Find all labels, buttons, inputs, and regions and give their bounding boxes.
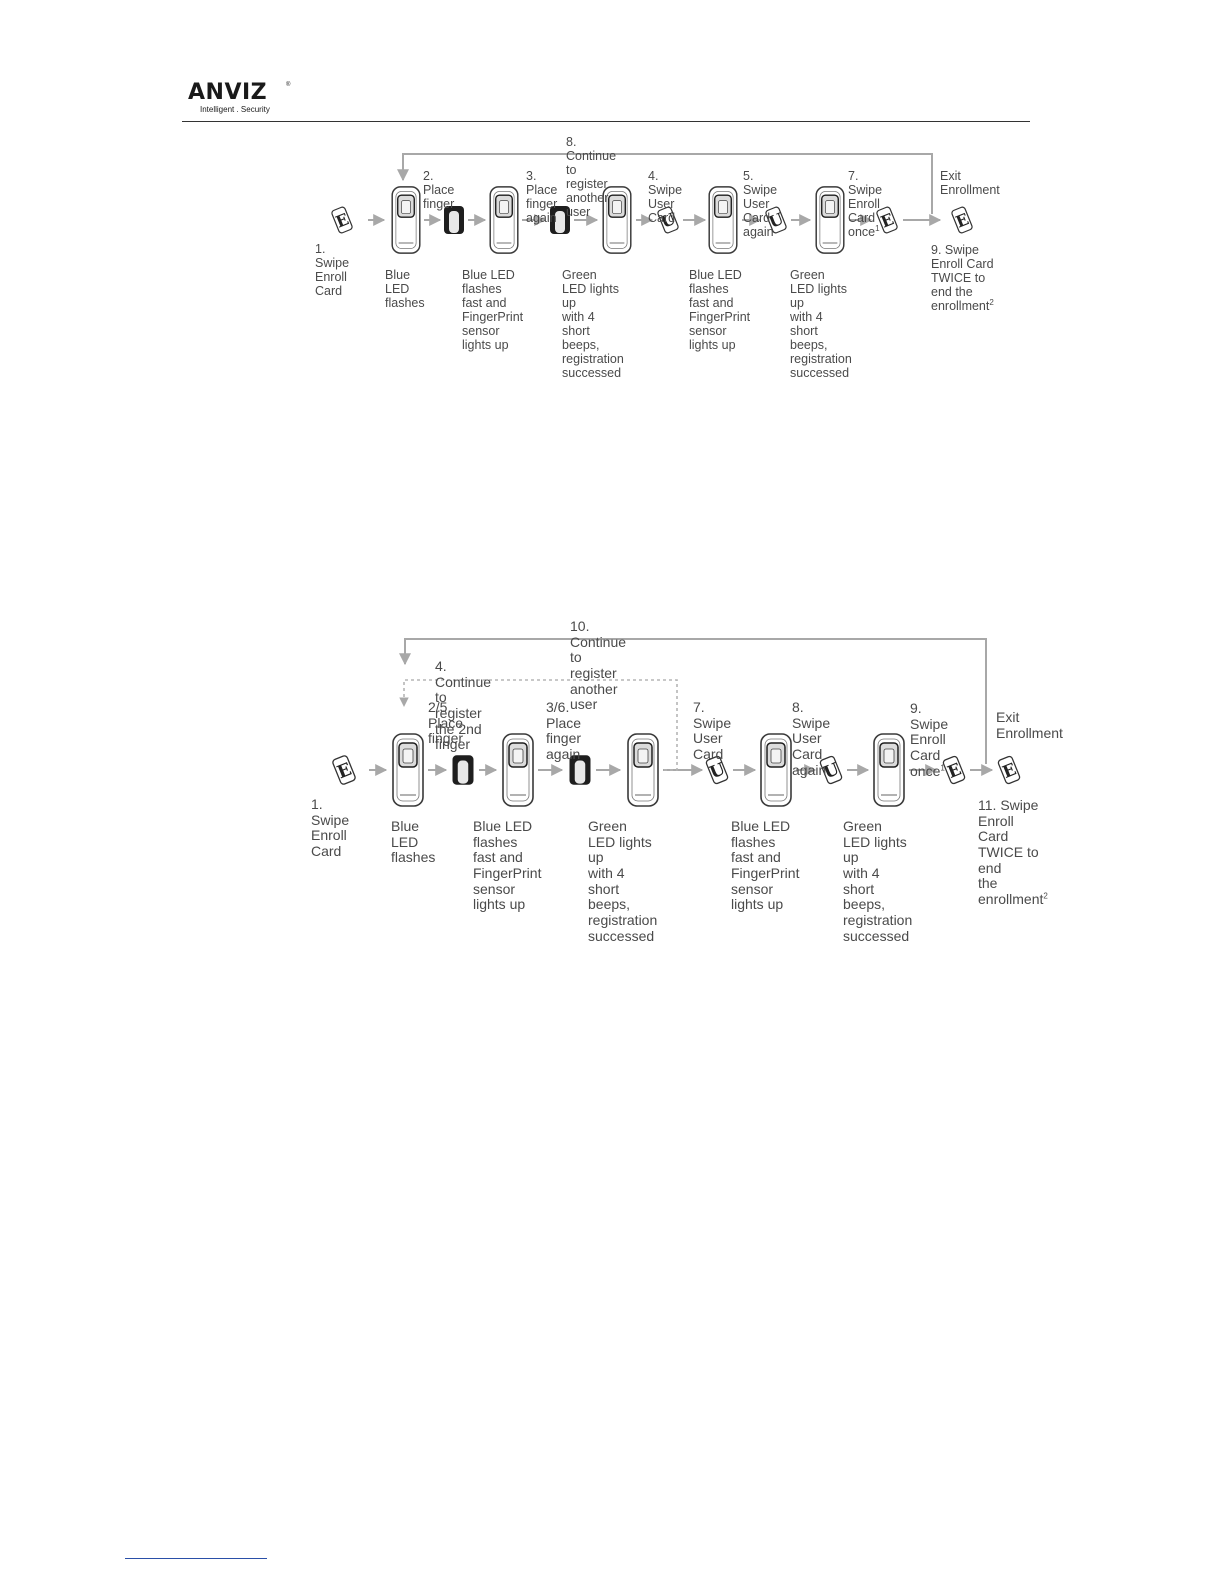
loop-back-arrow [399, 638, 987, 764]
step-2-5-label: 2/5. Place finger [428, 699, 464, 747]
step-2-label: 2. Place finger [423, 169, 455, 211]
step-3-label: 3. Place finger again [526, 169, 558, 225]
state-registration-success-2: Green LED lights up with 4 short beeps, … [843, 818, 913, 944]
fingerprint-reader-icon [602, 186, 632, 254]
user-card-icon: U [657, 206, 679, 234]
state-registration-success: Green LED lights up with 4 short beeps, … [562, 268, 624, 380]
step-7-label: 7. Swipe User Card [693, 699, 732, 763]
footnote-2-mark: 2 [1043, 891, 1048, 901]
exit-enrollment-label: Exit Enrollment [940, 169, 1000, 197]
loop-label-another-user: 10. Continue to register another user [570, 618, 627, 713]
step-8-label: 8. Swipe User Card again [792, 699, 831, 778]
enroll-card-icon: E [942, 755, 966, 785]
fingerprint-reader-icon [502, 733, 534, 807]
fingerprint-reader-icon [873, 733, 905, 807]
footnote-1-mark: 1 [875, 224, 880, 233]
fingerprint-reader-icon [627, 733, 659, 807]
anviz-logo: ANVIZ ® Intelligent . Security [188, 80, 290, 115]
fingerprint-reader-icon [489, 186, 519, 254]
footnote-2-mark: 2 [989, 298, 994, 307]
state-blue-led-flashes: Blue LED flashes [385, 268, 425, 310]
loop-back-arrow [397, 153, 933, 214]
footer-link-underline [125, 1558, 267, 1559]
finger-icon [444, 206, 464, 234]
enroll-card-icon: E [332, 755, 356, 785]
step-4-label: 4. Swipe User Card [648, 169, 683, 225]
finger-icon [569, 755, 591, 785]
step-1-label: 1. Swipe Enroll Card [315, 242, 350, 298]
step-5-label: 5. Swipe User Card again [743, 169, 778, 239]
fingerprint-reader-icon [815, 186, 845, 254]
enroll-card-icon: E [876, 206, 898, 234]
step-7-label: 7. Swipe Enroll Card once1 [848, 169, 883, 240]
user-card-icon: U [819, 755, 843, 785]
user-card-icon: U [765, 206, 787, 234]
exit-enrollment-label: Exit Enrollment [996, 709, 1063, 741]
loop-label-second-finger: 4. Continue to register the 2nd finger [435, 658, 492, 753]
fingerprint-reader-icon [708, 186, 738, 254]
loop-label-another-user: 8. Continue to register another user [566, 135, 617, 219]
step-1-label: 1. Swipe Enroll Card [311, 796, 350, 860]
state-blue-led-flashes: Blue LED flashes [391, 818, 436, 866]
footnote-1-mark: 1 [940, 763, 945, 773]
enroll-card-icon: E [997, 755, 1021, 785]
enroll-card-icon: E [951, 206, 973, 234]
logo-registered-mark: ® [286, 82, 291, 88]
step-11-label: 11. Swipe Enroll Card TWICE to end the e… [978, 797, 1048, 908]
enroll-card-icon: E [331, 206, 353, 234]
state-sensor-lights-up-2: Blue LED flashes fast and FingerPrint se… [731, 818, 800, 913]
step-9-label: 9. Swipe Enroll Card TWICE to end the en… [931, 243, 994, 314]
finger-icon [550, 206, 570, 234]
state-registration-success-2: Green LED lights up with 4 short beeps, … [790, 268, 852, 380]
state-registration-success: Green LED lights up with 4 short beeps, … [588, 818, 658, 944]
step-9-label: 9. Swipe Enroll Card once1 [910, 700, 949, 779]
svg-text:U: U [658, 209, 678, 232]
second-finger-loop-arrow [399, 679, 678, 771]
logo-wordmark: ANVIZ [188, 80, 268, 105]
svg-text:U: U [766, 209, 786, 232]
fingerprint-reader-icon [391, 186, 421, 254]
state-sensor-lights-up: Blue LED flashes fast and FingerPrint se… [473, 818, 542, 913]
state-sensor-lights-up: Blue LED flashes fast and FingerPrint se… [462, 268, 524, 352]
state-sensor-lights-up-2: Blue LED flashes fast and FingerPrint se… [689, 268, 751, 352]
user-card-icon: U [705, 755, 729, 785]
fingerprint-reader-icon [760, 733, 792, 807]
fingerprint-reader-icon [392, 733, 424, 807]
finger-icon [452, 755, 474, 785]
step-3-6-label: 3/6. Place finger again [546, 699, 582, 763]
logo-tagline: Intelligent . Security [200, 105, 270, 114]
header-divider [182, 121, 1030, 122]
